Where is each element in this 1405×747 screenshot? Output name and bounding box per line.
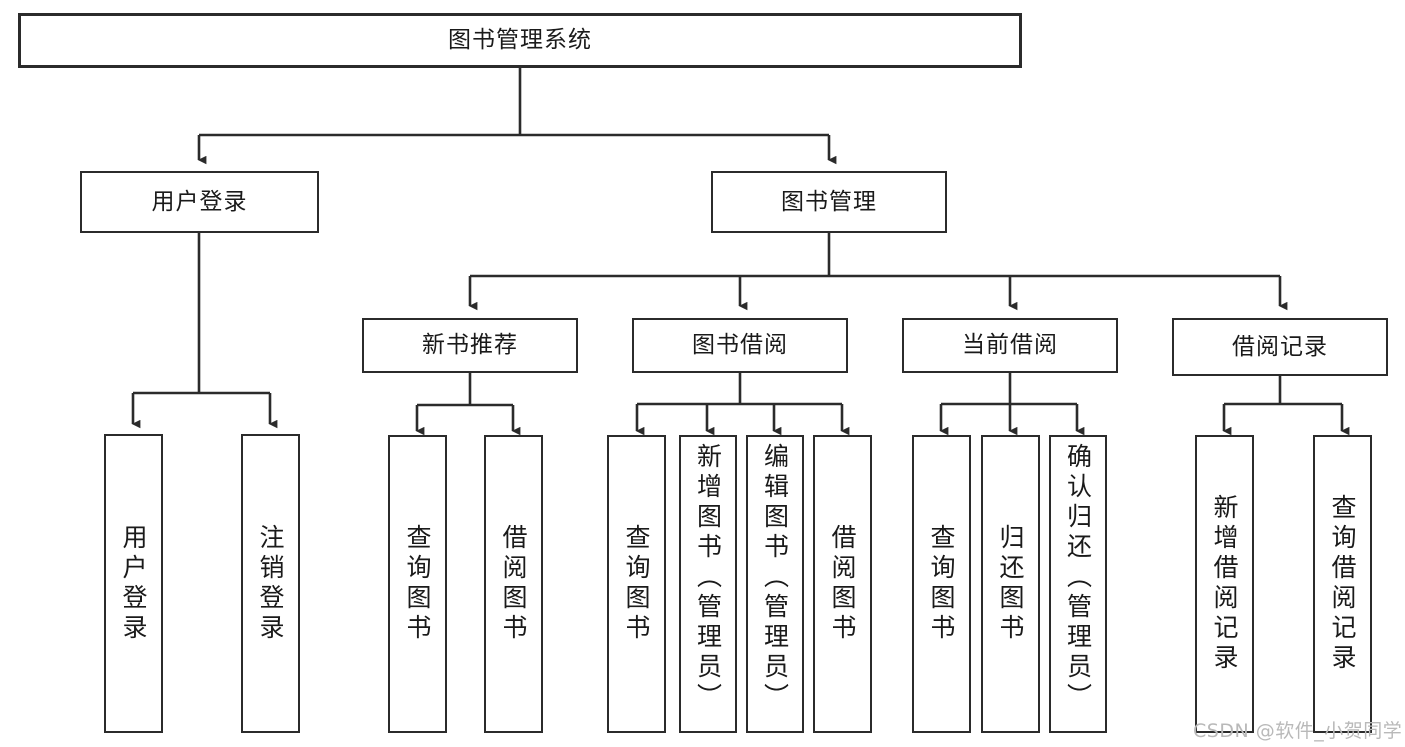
leaf-inner: 新增借阅记录 <box>1197 437 1252 731</box>
node-label: 查询图书 <box>622 524 651 644</box>
leaf-add-borrow-record[interactable]: 新增借阅记录 <box>1195 435 1254 733</box>
node-root-book-management-system[interactable]: 图书管理系统 <box>18 13 1022 68</box>
node-label: 查询图书 <box>927 524 956 644</box>
node-label: 编辑图书（管理员） <box>760 443 790 713</box>
leaf-inner: 新增图书（管理员） <box>681 437 735 737</box>
leaf-confirm-return-admin[interactable]: 确认归还（管理员） <box>1049 435 1107 733</box>
leaf-inner: 借阅图书 <box>815 437 870 731</box>
node-book-management[interactable]: 图书管理 <box>711 171 947 233</box>
node-current-borrow[interactable]: 当前借阅 <box>902 318 1118 373</box>
leaf-return-book[interactable]: 归还图书 <box>981 435 1040 733</box>
leaf-inner: 查询图书 <box>914 437 969 731</box>
node-label: 图书管理 <box>781 188 877 215</box>
node-label: 新增图书（管理员） <box>693 443 723 713</box>
leaf-inner: 注销登录 <box>243 436 298 731</box>
leaf-inner: 借阅图书 <box>486 437 541 731</box>
leaf-borrow-book[interactable]: 借阅图书 <box>813 435 872 733</box>
csdn-watermark: CSDN @软件_小贺同学 <box>1193 720 1403 742</box>
node-label: 借阅图书 <box>499 524 528 644</box>
node-label: 确认归还（管理员） <box>1063 443 1093 713</box>
leaf-query-borrow-record[interactable]: 查询借阅记录 <box>1313 435 1372 733</box>
leaf-inner: 查询图书 <box>390 437 445 731</box>
node-label: 查询图书 <box>403 524 432 644</box>
leaf-query-book-current[interactable]: 查询图书 <box>912 435 971 733</box>
node-new-book-recommend[interactable]: 新书推荐 <box>362 318 578 373</box>
node-user-login[interactable]: 用户登录 <box>80 171 319 233</box>
node-label: 用户登录 <box>151 188 248 215</box>
leaf-inner: 归还图书 <box>983 437 1038 731</box>
leaf-edit-book-admin[interactable]: 编辑图书（管理员） <box>746 435 804 733</box>
leaf-inner: 查询图书 <box>609 437 664 731</box>
node-label: 图书借阅 <box>692 332 788 359</box>
node-label: 借阅记录 <box>1232 333 1328 360</box>
node-borrow-record[interactable]: 借阅记录 <box>1172 318 1388 376</box>
node-label: 注销登录 <box>256 523 285 644</box>
node-label: 新增借阅记录 <box>1210 494 1239 674</box>
leaf-inner: 查询借阅记录 <box>1315 437 1370 731</box>
node-book-borrow[interactable]: 图书借阅 <box>632 318 848 373</box>
leaf-inner: 用户登录 <box>106 436 161 731</box>
leaf-inner: 确认归还（管理员） <box>1051 437 1105 737</box>
node-label: 新书推荐 <box>422 332 518 359</box>
leaf-user-login[interactable]: 用户登录 <box>104 434 163 733</box>
leaf-query-book-new[interactable]: 查询图书 <box>388 435 447 733</box>
node-label: 图书管理系统 <box>448 27 592 54</box>
node-label: 当前借阅 <box>962 332 1058 359</box>
leaf-add-book-admin[interactable]: 新增图书（管理员） <box>679 435 737 733</box>
leaf-borrow-book-new[interactable]: 借阅图书 <box>484 435 543 733</box>
node-label: 归还图书 <box>996 524 1025 644</box>
node-label: 借阅图书 <box>828 524 857 644</box>
leaf-logout[interactable]: 注销登录 <box>241 434 300 733</box>
node-label: 查询借阅记录 <box>1328 494 1357 674</box>
leaf-query-book-borrow[interactable]: 查询图书 <box>607 435 666 733</box>
node-label: 用户登录 <box>119 523 148 644</box>
leaf-inner: 编辑图书（管理员） <box>748 437 802 737</box>
